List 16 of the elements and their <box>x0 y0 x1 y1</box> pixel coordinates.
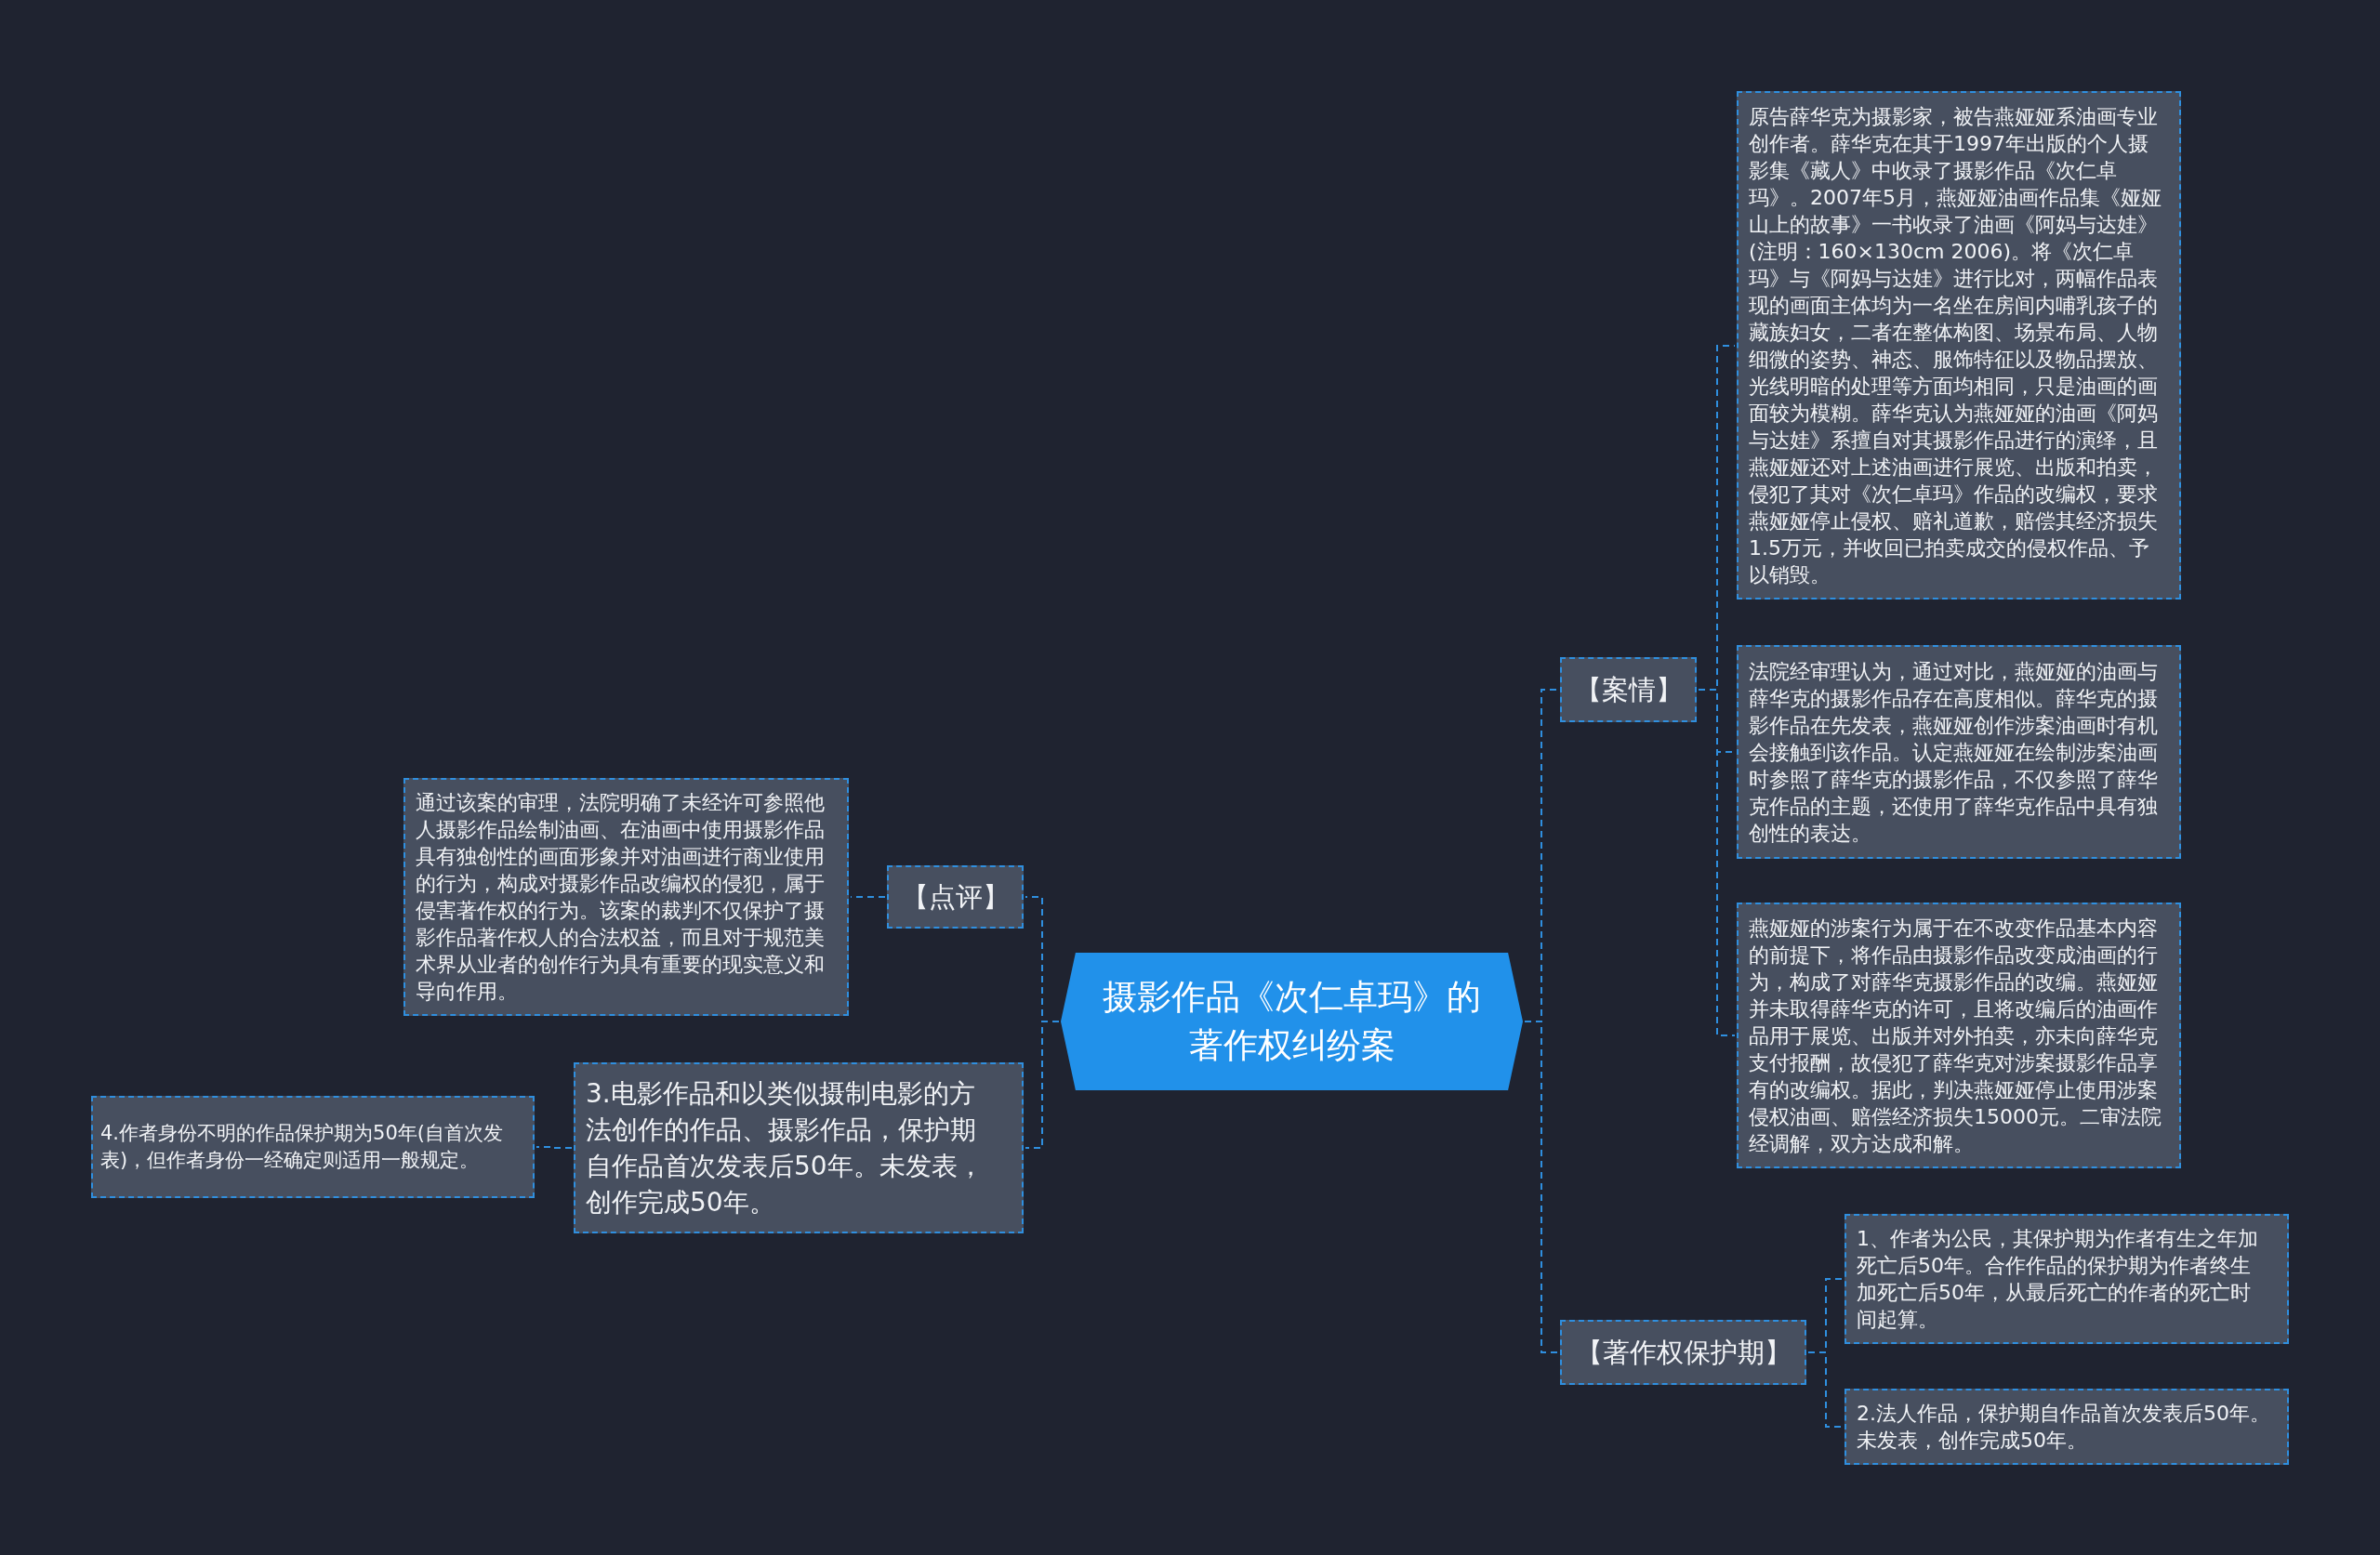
note-card: 原告薛华克为摄影家，被告燕娅娅系油画专业创作者。薛华克在其于1997年出版的个人摄影集《藏人》中收录了摄影作品《次仁卓玛》。2007年5月，燕娅娅油画作品集《娅娅山上的故事》一书收录了油画《阿妈与达娃》(注明：160×130cm 2006)。将《次仁卓玛》与《阿妈与达娃》进行比对，两幅作品表现的画面主体均为一名坐在房间内哺乳孩子的藏族妇女，二者在整体构图、场景布局、人物细微的姿势、神态、服饰特征以及物品摆放、光线明暗的处理等方面均相同，只是油画的画面较为模糊。薛华克认为燕娅娅的油画《阿妈与达娃》系擅自对其摄影作品进行的演绎，且燕娅娅还对上述油画进行展览、出版和拍卖，侵犯了其对《次仁卓玛》作品的改编权，要求燕娅娅停止侵权、赔礼道歉，赔偿其经济损失1.5万元，并收回已拍卖成交的侵权作品、予以销毁。 <box>1737 91 2181 600</box>
connector <box>1807 1351 1844 1428</box>
note-card: 1、作者为公民，其保护期为作者有生之年加死亡后50年。合作作品的保护期为作者终生加死亡后50年，从最后死亡的作者的死亡时间起算。 <box>1844 1214 2289 1344</box>
note-card: 4.作者身份不明的作品保护期为50年(自首次发表)，但作者身份一经确定则适用一般规定。 <box>91 1096 535 1198</box>
note-card: 通过该案的审理，法院明确了未经许可参照他人摄影作品绘制油画、在油画中使用摄影作品具有独创性的画面形象并对油画进行商业使用的行为，构成对摄影作品改编权的侵犯，属于侵害著作权的行为。该案的裁判不仅保护了摄影作品著作权人的合法权益，而且对于规范美术界从业者的创作行为具有重要的现实意义和导向作用。 <box>403 778 849 1016</box>
note-card: 法院经审理认为，通过对比，燕娅娅的油画与薛华克的摄影作品存在高度相似。薛华克的摄影作品在先发表，燕娅娅创作涉案油画时有机会接触到该作品。认定燕娅娅在绘制涉案油画时参照了薛华克的摄影作品，不仅参照了薛华克作品的主题，还使用了薛华克作品中具有独创性的表达。 <box>1737 645 2181 859</box>
category-node: 【著作权保护期】 <box>1560 1320 1806 1385</box>
connector <box>850 896 886 898</box>
category-node: 【点评】 <box>887 865 1024 929</box>
note-card: 燕娅娅的涉案行为属于在不改变作品基本内容的前提下，将作品由摄影作品改变成油画的行为，构成了对薛华克摄影作品的改编。燕娅娅并未取得薛华克的许可，且将改编后的油画作品用于展览、出版并对外拍卖，亦未向薛华克支付报酬，故侵犯了薛华克对涉案摄影作品享有的改编权。据此，判决燕娅娅停止使用涉案侵权油画、赔偿经济损失15000元。二审法院经调解，双方达成和解。 <box>1737 903 2181 1168</box>
note-card: 3.电影作品和以类似摄制电影的方法创作的作品、摄影作品，保护期自作品首次发表后50年。未发表，创作完成50年。 <box>574 1062 1024 1233</box>
connector <box>1025 1021 1060 1149</box>
central-topic: 摄影作品《次仁卓玛》的著作权纠纷案 <box>1061 953 1523 1090</box>
connector <box>536 1146 573 1149</box>
category-node: 【案情】 <box>1560 657 1697 722</box>
note-card: 2.法人作品，保护期自作品首次发表后50年。未发表，创作完成50年。 <box>1844 1389 2289 1465</box>
